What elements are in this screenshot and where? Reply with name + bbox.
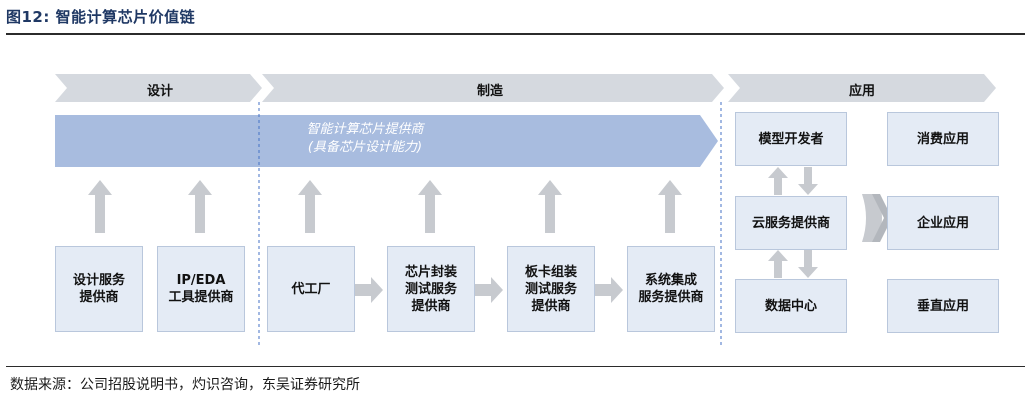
foundry-box: 代工厂 [267,246,355,332]
up-arrow-small [768,167,788,195]
right-arrow [475,277,503,303]
stage-label-design: 设计 [146,84,173,99]
down-arrow-small [798,167,818,195]
up-arrow [658,180,682,233]
right-arrow [355,277,383,303]
up-arrow [298,180,322,233]
model-developer-box: 模型开发者 [735,112,847,166]
up-arrow [418,180,442,233]
vertical-application-box: 垂直应用 [887,279,999,333]
bottom-rule [6,366,1025,367]
top-rule [6,33,1025,35]
stage-label-application: 应用 [848,84,875,99]
up-arrow [188,180,212,233]
system-integration-provider-box: 系统集成 服务提供商 [627,246,715,332]
application-chevron [862,194,882,242]
up-arrow [538,180,562,233]
right-arrow [595,277,623,303]
stage-chevron-application [728,74,996,102]
stage-label-manufacturing: 制造 [476,84,503,99]
stage-chevron-design [55,74,262,102]
enterprise-application-box: 企业应用 [887,196,999,250]
stage-chevron-manufacturing [262,74,724,102]
up-arrow [88,180,112,233]
up-arrow-small [768,250,788,278]
figure-title: 图12: 智能计算芯片价值链 [6,8,196,26]
data-center-box: 数据中心 [735,279,847,333]
down-arrow-small [798,250,818,278]
banner-label: 智能计算芯片提供商 (具备芯片设计能力) [306,122,424,155]
cloud-service-provider-box: 云服务提供商 [735,196,847,250]
consumer-application-box: 消费应用 [887,112,999,166]
banner-arrow [55,115,718,167]
design-service-provider-box: 设计服务 提供商 [55,246,143,332]
packaging-test-provider-box: 芯片封装 测试服务 提供商 [387,246,475,332]
board-assembly-provider-box: 板卡组装 测试服务 提供商 [507,246,595,332]
ip-eda-provider-box: IP/EDA 工具提供商 [157,246,245,332]
source-note: 数据来源：公司招股说明书，灼识咨询，东吴证券研究所 [10,377,360,393]
